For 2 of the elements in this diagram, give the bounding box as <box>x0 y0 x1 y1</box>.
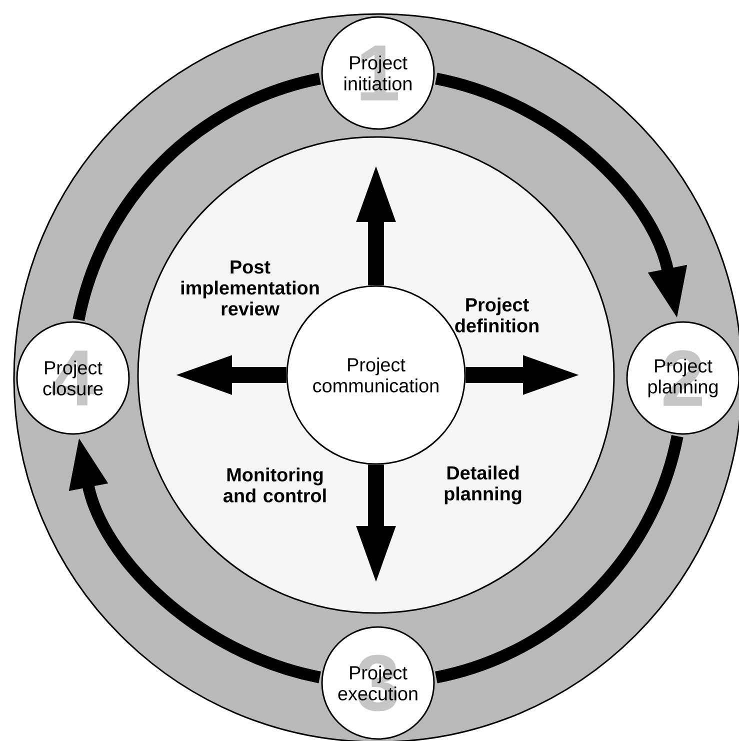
stage-label: Monitoring and control <box>224 468 326 502</box>
stage-label: Detailed planning <box>444 466 522 504</box>
